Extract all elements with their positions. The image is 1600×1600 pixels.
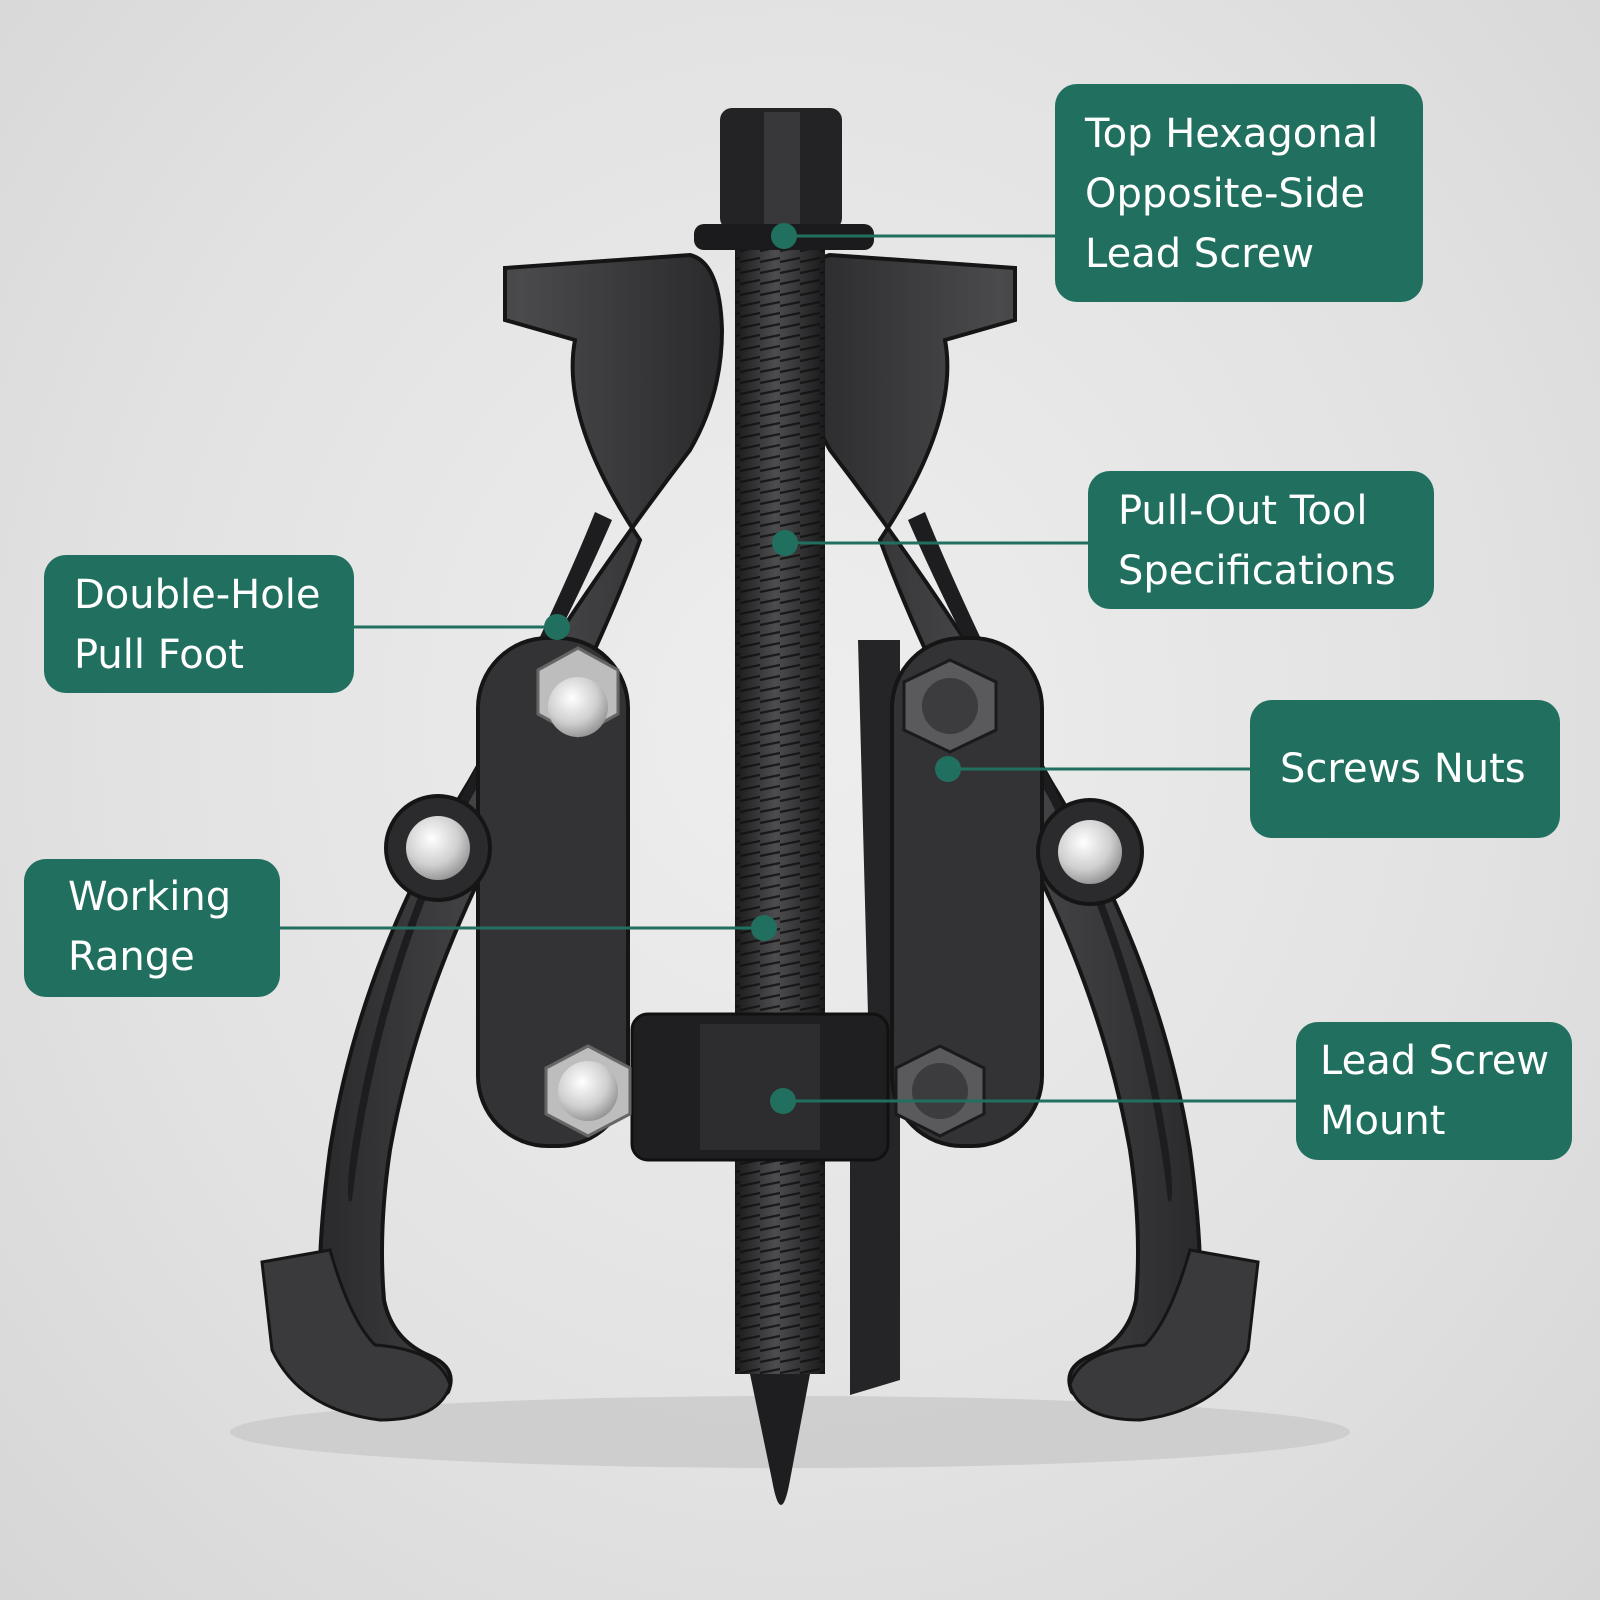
lead-screw-tip bbox=[750, 1374, 810, 1505]
callout-line: Range bbox=[68, 934, 195, 980]
right-link-plate bbox=[890, 636, 1044, 1148]
lead-screw-mount-face bbox=[700, 1024, 820, 1150]
callout-lead-screw-mount: Lead Screw Mount bbox=[1296, 1022, 1572, 1160]
left-pivot-pin bbox=[406, 816, 470, 880]
leader-dot-double-hole bbox=[544, 614, 570, 640]
callout-line: Lead Screw bbox=[1085, 231, 1315, 277]
lead-screw-thread bbox=[735, 244, 825, 1374]
leader-dot-screws-nuts bbox=[935, 756, 961, 782]
upper-left-bolt bbox=[548, 677, 608, 737]
upper-right-bolt bbox=[922, 678, 978, 734]
callout-line: Screws Nuts bbox=[1280, 746, 1526, 792]
leader-dot-working-range bbox=[751, 915, 777, 941]
leader-dot-lead-screw-mount bbox=[770, 1088, 796, 1114]
right-jaw-hook bbox=[1068, 1248, 1260, 1422]
callout-pull-out-tool-specifications: Pull-Out Tool Specifications bbox=[1088, 471, 1434, 609]
callout-line: Top Hexagonal bbox=[1085, 111, 1379, 157]
callout-line: Working bbox=[68, 874, 232, 920]
callout-top-hexagonal-lead-screw: Top Hexagonal Opposite-Side Lead Screw bbox=[1055, 84, 1423, 302]
lower-left-bolt bbox=[558, 1061, 618, 1121]
hex-head-face bbox=[764, 112, 800, 228]
leader-dot-top-hexagonal bbox=[771, 223, 797, 249]
lower-right-bolt bbox=[912, 1063, 968, 1119]
leader-dot-pull-out-tool bbox=[772, 530, 798, 556]
leader-lines bbox=[280, 223, 1296, 1114]
right-pivot-pin bbox=[1058, 820, 1122, 884]
callout-double-hole-pull-foot: Double-Hole Pull Foot bbox=[44, 555, 354, 693]
callout-line: Pull-Out Tool bbox=[1118, 488, 1368, 534]
callout-line: Lead Screw bbox=[1320, 1038, 1550, 1084]
callout-screws-nuts: Screws Nuts bbox=[1250, 700, 1560, 838]
callout-line: Mount bbox=[1320, 1098, 1446, 1144]
left-jaw-hook bbox=[260, 1248, 452, 1422]
callout-line: Opposite-Side bbox=[1085, 171, 1365, 217]
callout-line: Pull Foot bbox=[74, 632, 244, 678]
callout-line: Double-Hole bbox=[74, 572, 321, 618]
callout-working-range: Working Range bbox=[24, 859, 280, 997]
callout-line: Specifications bbox=[1118, 548, 1396, 594]
